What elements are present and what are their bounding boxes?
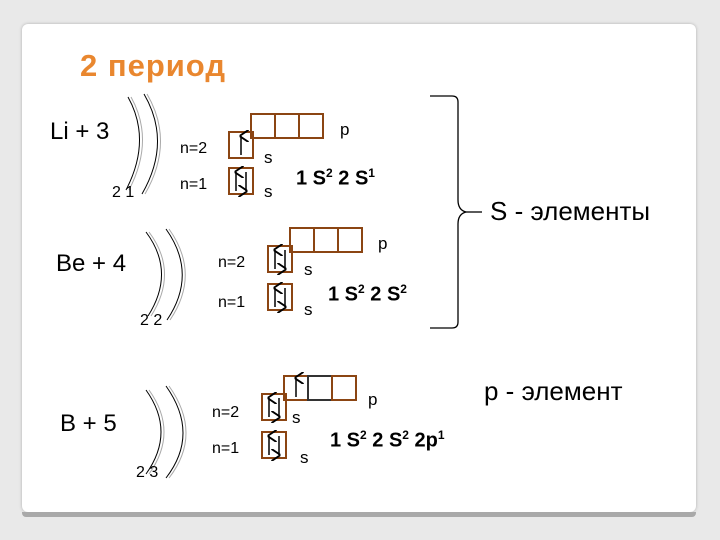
be-shell-arcs bbox=[145, 228, 186, 321]
b-shell-arcs bbox=[145, 385, 187, 479]
li-element-label: Li + 3 bbox=[50, 118, 110, 145]
b-p-orbital-label: p bbox=[368, 390, 378, 409]
li-electron-arrows bbox=[236, 136, 246, 191]
be-level-n2: n=2 bbox=[218, 254, 246, 271]
b-level-n1: n=1 bbox=[212, 440, 240, 457]
slide-bottom-bar bbox=[22, 512, 696, 517]
be-level-n1: n=1 bbox=[218, 294, 246, 311]
b-s-lower-label: s bbox=[300, 448, 309, 467]
b-electron-arrows bbox=[269, 378, 296, 455]
li-p-orbital-label: p bbox=[340, 120, 350, 139]
li-electron-configuration: 1 S2 2 S1 bbox=[296, 166, 375, 190]
slide-title: 2 период bbox=[80, 48, 227, 83]
be-s-upper-label: s bbox=[304, 260, 313, 279]
li-shell-arcs bbox=[125, 93, 161, 195]
p-element-label: p - элемент bbox=[484, 376, 623, 406]
li-s-lower-label: s bbox=[264, 182, 273, 201]
b-level-n2: n=2 bbox=[212, 404, 240, 421]
b-s-upper-label: s bbox=[292, 408, 301, 427]
li-s-upper-label: s bbox=[264, 148, 273, 167]
b-shell-electrons: 2 3 bbox=[136, 464, 159, 481]
li-level-n1: n=1 bbox=[180, 176, 208, 193]
be-element-label: Be + 4 bbox=[56, 250, 127, 277]
b-electron-configuration: 1 S2 2 S2 2p1 bbox=[330, 428, 445, 452]
s-elements-bracket bbox=[430, 95, 482, 329]
be-p-orbital-label: p bbox=[378, 234, 388, 253]
s-elements-label: S - элементы bbox=[490, 196, 651, 226]
be-shell-electrons: 2 2 bbox=[140, 312, 163, 329]
slide-canvas bbox=[22, 24, 696, 512]
li-shell-electrons: 2 1 bbox=[112, 184, 135, 201]
b-element-label: B + 5 bbox=[60, 410, 117, 437]
be-electron-configuration: 1 S2 2 S2 bbox=[328, 282, 407, 306]
li-orbital-boxes bbox=[228, 113, 324, 195]
be-s-lower-label: s bbox=[304, 300, 313, 319]
li-level-n2: n=2 bbox=[180, 140, 208, 157]
be-electron-arrows bbox=[275, 250, 285, 307]
